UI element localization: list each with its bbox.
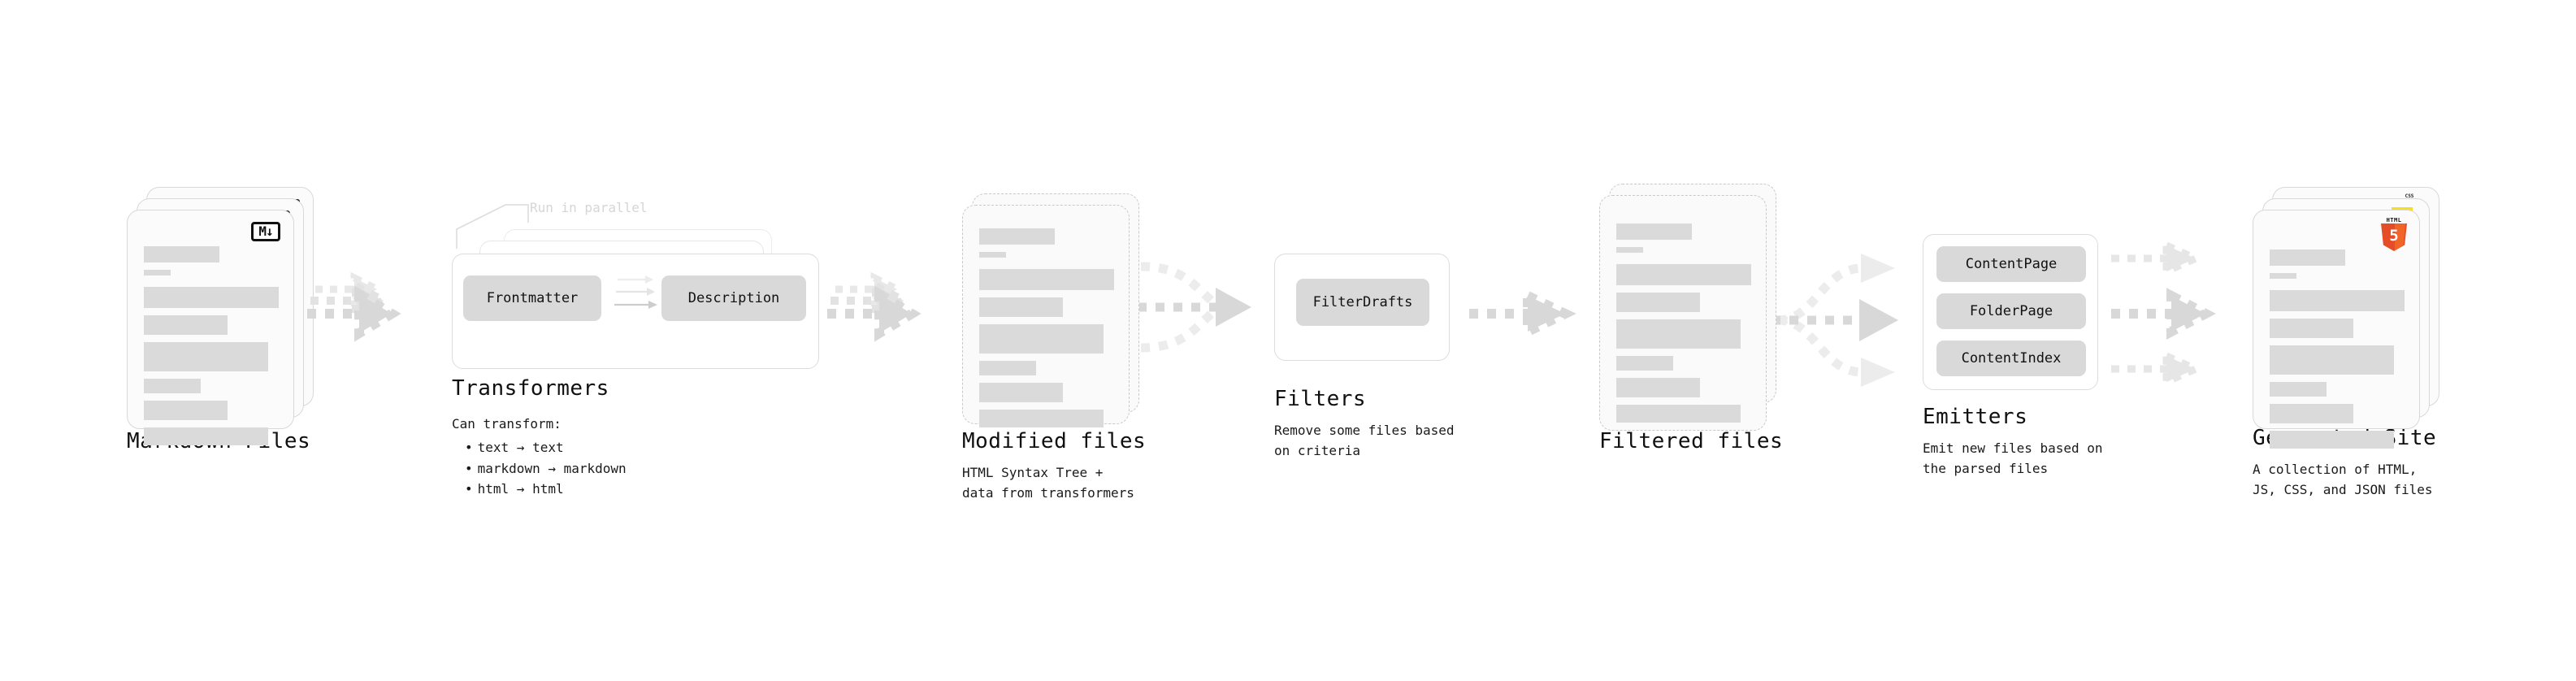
stage-filters: FilterDrafts <box>1274 254 1450 361</box>
document-skeleton <box>2270 249 2405 449</box>
caption-emitters: Emitters <box>1923 405 2028 429</box>
document-skeleton <box>144 246 279 445</box>
transformers-bullets: •text → text •markdown → markdown •html … <box>465 437 627 500</box>
filters-subtitle: Remove some files based on criteria <box>1274 423 1455 458</box>
caption-modified-files: Modified files <box>962 429 1147 453</box>
skeleton-line <box>144 427 268 445</box>
emitter-chip-contentindex[interactable]: ContentIndex <box>1936 340 2086 376</box>
skeleton-line <box>979 410 1104 427</box>
skeleton-line <box>2270 249 2345 266</box>
html5-badge-label: HTML <box>2386 217 2402 223</box>
transformer-chip-frontmatter[interactable]: Frontmatter <box>463 275 601 321</box>
connector-markdown-to-transformers <box>307 271 401 342</box>
modified-card-front <box>962 205 1130 427</box>
emitters-group-box: ContentPage FolderPage ContentIndex <box>1923 234 2098 390</box>
skeleton-line <box>144 315 228 335</box>
stage-modified-files <box>962 193 1149 449</box>
skeleton-line <box>144 246 219 262</box>
generated-site-stack: CSS HTML 5 <box>2253 187 2439 453</box>
caption-filters: Filters <box>1274 387 1367 411</box>
markdown-card-front: M↓ <box>127 210 294 445</box>
emitter-chip-contentpage[interactable]: ContentPage <box>1936 246 2086 282</box>
markdown-badge: M↓ <box>251 222 280 241</box>
bullet-label: html → html <box>477 481 564 497</box>
caption-filtered-files: Filtered files <box>1599 429 1784 453</box>
skeleton-line <box>2270 273 2297 279</box>
transformer-inner-arrows <box>614 275 657 309</box>
skeleton-line <box>144 287 279 308</box>
filter-chip-filterdrafts[interactable]: FilterDrafts <box>1296 279 1429 326</box>
skeleton-line <box>979 297 1063 317</box>
skeleton-line <box>1616 319 1741 349</box>
filtered-card-front <box>1599 195 1767 431</box>
skeleton-line <box>979 269 1114 290</box>
connector-emitters-to-site <box>2111 240 2216 388</box>
connector-filters-to-filtered <box>1469 288 1576 340</box>
bullet-item: •html → html <box>465 481 564 497</box>
skeleton-line <box>2270 319 2353 338</box>
skeleton-line <box>1616 293 1700 312</box>
modified-file-stack <box>962 193 1149 449</box>
skeleton-line <box>1616 356 1673 371</box>
html5-badge: HTML 5 <box>2380 217 2408 251</box>
skeleton-line <box>1616 247 1644 253</box>
filters-group-box: FilterDrafts <box>1274 254 1450 361</box>
bullet-label: text → text <box>477 440 564 455</box>
run-in-parallel-label: Run in parallel <box>530 200 648 215</box>
emitters-subtitle: Emit new files based on the parsed files <box>1923 440 2103 476</box>
skeleton-line <box>1616 264 1751 285</box>
stage-generated-site: CSS HTML 5 <box>2253 187 2439 453</box>
skeleton-line <box>144 342 268 371</box>
skeleton-line <box>1616 378 1700 397</box>
html5-digit: 5 <box>2389 226 2399 245</box>
skeleton-line <box>1616 405 1741 423</box>
markdown-file-stack: M↓ M↓ M↓ <box>127 187 314 453</box>
site-card-front-html: HTML 5 <box>2253 210 2420 449</box>
skeleton-line <box>979 361 1036 375</box>
bullet-item: •markdown → markdown <box>465 460 627 476</box>
skeleton-line <box>144 270 171 275</box>
skeleton-line <box>979 383 1063 402</box>
skeleton-line <box>1616 223 1692 240</box>
generated-site-subtitle: A collection of HTML, JS, CSS, and JSON … <box>2253 462 2433 497</box>
caption-transformers: Transformers <box>452 376 609 401</box>
skeleton-line <box>979 324 1104 354</box>
transformer-chip-description[interactable]: Description <box>661 275 806 321</box>
parallel-bracket <box>456 204 529 249</box>
document-skeleton <box>1616 223 1751 423</box>
filtered-file-stack <box>1599 184 1786 439</box>
stage-markdown-files: M↓ M↓ M↓ <box>127 187 314 453</box>
modified-files-subtitle: HTML Syntax Tree + data from transformer… <box>962 465 1134 501</box>
bullet-label: markdown → markdown <box>477 460 627 476</box>
html5-shield: 5 <box>2381 223 2407 251</box>
skeleton-line <box>144 401 228 420</box>
connector-modified-to-filters <box>1138 262 1251 353</box>
connector-filtered-to-emitters <box>1772 254 1898 387</box>
stage-emitters: ContentPage FolderPage ContentIndex <box>1923 234 2098 390</box>
stage-filtered-files <box>1599 184 1786 439</box>
skeleton-line <box>979 252 1007 258</box>
skeleton-line <box>2270 431 2394 449</box>
skeleton-line <box>2270 345 2394 375</box>
transformers-subtitle: Can transform: <box>452 416 562 432</box>
skeleton-line <box>2270 382 2327 397</box>
skeleton-line <box>2270 290 2405 311</box>
stage-transformers: Run in parallel Frontmatter Description <box>445 193 827 369</box>
skeleton-line <box>144 379 201 393</box>
document-skeleton <box>979 228 1114 427</box>
emitter-chip-folderpage[interactable]: FolderPage <box>1936 293 2086 329</box>
skeleton-line <box>2270 404 2353 423</box>
skeleton-line <box>979 228 1055 245</box>
css-badge-label: CSS <box>2405 193 2414 199</box>
bullet-item: •text → text <box>465 440 564 455</box>
connector-transformers-to-modified <box>827 271 922 342</box>
